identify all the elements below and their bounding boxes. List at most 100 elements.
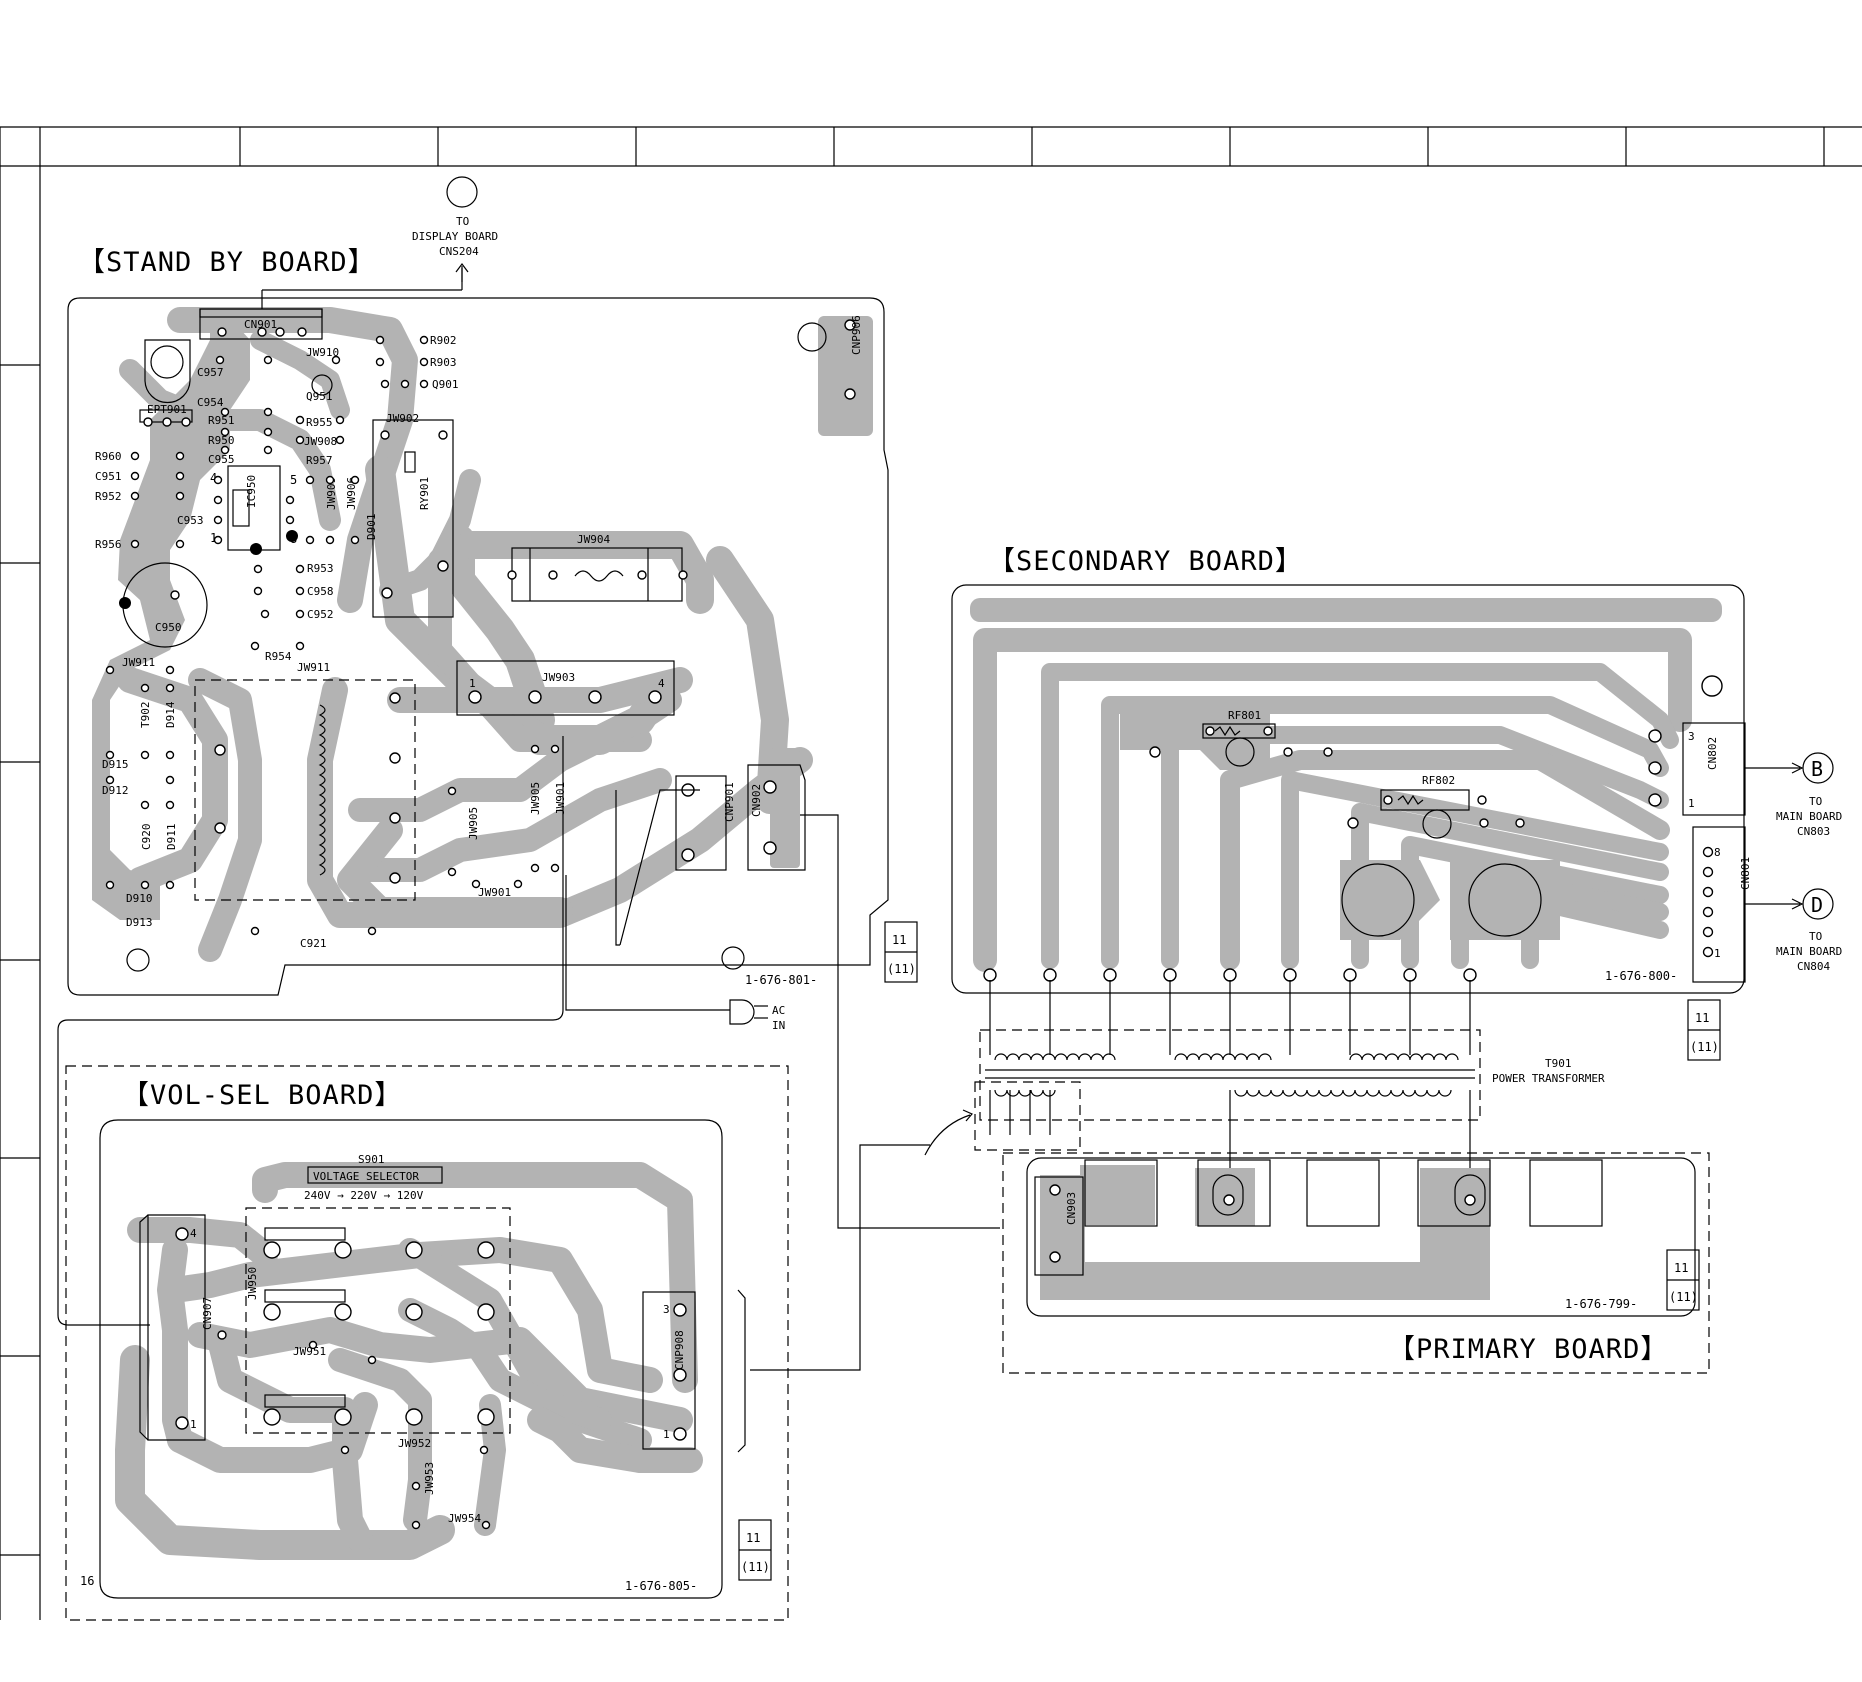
standby-board-title: 【STAND BY BOARD】 [78, 247, 376, 278]
to-b-line1: TO [1809, 795, 1822, 808]
label-jw904: JW905 [529, 782, 542, 815]
label-rf802: RF802 [1422, 774, 1455, 787]
power-transformer: T901 POWER TRANSFORMER [924, 980, 1605, 1200]
label-d911: C920 [140, 824, 153, 851]
label-d912: D915 [102, 758, 129, 771]
label-c953: C953 [177, 514, 204, 527]
to-display-line3: CNS204 [439, 245, 479, 258]
ref-box-2: 11 (11) [1687, 999, 1721, 1061]
label-jw910: JW910 [306, 346, 339, 359]
label-cnp906: JW903 [542, 671, 575, 684]
label-jw909: JW909 [325, 477, 338, 510]
ic-pin-5: 5 [290, 473, 297, 487]
label-r950: R950 [208, 434, 235, 447]
label-jw908: JW908 [304, 435, 337, 448]
label-jw954: JW954 [448, 1512, 481, 1525]
primary-part-number: 1-676-799- [1565, 1297, 1637, 1311]
label-d901: D901 [365, 514, 378, 541]
ref-box-4-top: 11 [746, 1531, 760, 1545]
cn802-pin-1: 1 [1688, 797, 1695, 810]
label-q901: Q901 [432, 378, 459, 391]
ic-pin-1: 1 [210, 531, 217, 545]
label-jw953: JW953 [423, 1462, 436, 1495]
primary-board-title: 【PRIMARY BOARD】 [1388, 1334, 1668, 1365]
standby-part-number: 1-676-801- [745, 973, 817, 987]
ref-box-4: 11 (11) [738, 1519, 772, 1581]
ref-box-2-bottom: (11) [1690, 1040, 1719, 1054]
marker-d: D [1811, 893, 1823, 917]
label-cn801: CN801 [1739, 857, 1752, 890]
ac-label: AC [772, 1004, 785, 1017]
label-r953: R953 [307, 562, 334, 575]
ref-box-3-top: 11 [1674, 1261, 1688, 1275]
label-ic950: IC950 [245, 475, 258, 508]
label-ept901: EPT901 [147, 403, 187, 416]
label-voltage-selector: VOLTAGE SELECTOR [313, 1170, 419, 1183]
label-jw903: JW901 [554, 782, 567, 815]
cn801-pin-8: 8 [1714, 846, 1721, 859]
label-r902: R902 [430, 334, 457, 347]
label-cn903: CN903 [1065, 1192, 1078, 1225]
label-c921: D913 [126, 916, 153, 929]
label-c955: C955 [208, 453, 235, 466]
primary-board: CN903 1-676-799- 【PRIMARY BOARD】 [1002, 1152, 1710, 1374]
volsel-pads [308, 1340, 491, 1530]
label-jw951: JW951 [293, 1345, 326, 1358]
volsel-board: 【VOL-SEL BOARD】 4 1 CN907 S901 VOLTAGE S… [65, 1065, 789, 1621]
cnp906-pin-4: 4 [658, 677, 665, 690]
in-label: IN [772, 1019, 785, 1032]
label-c957: C957 [197, 366, 224, 379]
to-d-line2: MAIN BOARD [1776, 945, 1842, 958]
label-c950: C950 [155, 621, 182, 634]
label-f901: JW904 [577, 533, 610, 546]
cn907-pin-4: 4 [190, 1227, 197, 1240]
label-d915: D914 [164, 701, 177, 728]
label-cn902: CN902 [750, 784, 763, 817]
cn907-pin-1: 1 [190, 1418, 197, 1431]
label-q951: Q951 [306, 390, 333, 403]
label-d914: T902 [139, 702, 152, 729]
to-b-line3: CN803 [1797, 825, 1830, 838]
label-cn802: CN802 [1706, 737, 1719, 770]
label-jw911-text: JW911 [122, 656, 155, 669]
label-b911: CNP906 [850, 315, 863, 355]
to-d-line3: CN804 [1797, 960, 1830, 973]
to-display-line1: TO [456, 215, 469, 228]
ref-box-2-top: 11 [1695, 1011, 1709, 1025]
label-r957: R957 [306, 454, 333, 467]
label-r956: R956 [95, 538, 122, 551]
label-power-transformer: POWER TRANSFORMER [1492, 1072, 1605, 1085]
label-r954: R954 [265, 650, 292, 663]
label-d910: D911 [165, 824, 178, 851]
voltage-sequence: 240V → 220V → 120V [304, 1189, 424, 1202]
label-r951: R951 [208, 414, 235, 427]
to-display-line2: DISPLAY BOARD [412, 230, 498, 243]
cn801-pin-1: 1 [1714, 947, 1721, 960]
label-jw906: JW906 [345, 477, 358, 510]
to-b-line2: MAIN BOARD [1776, 810, 1842, 823]
secondary-pads [983, 726, 1525, 982]
label-r955: R955 [306, 416, 333, 429]
label-cnp901: CNP901 [723, 782, 736, 822]
label-jw905: JW905 [467, 807, 480, 840]
label-rf801: RF801 [1228, 709, 1261, 722]
label-r901: C921 [300, 937, 327, 950]
cnp908-pin-1: 1 [663, 1428, 670, 1441]
label-jw950: JW950 [246, 1267, 259, 1300]
page-number: 16 [80, 1574, 94, 1588]
ref-box-1-bottom: (11) [887, 962, 916, 976]
secondary-board: 【SECONDARY BOARD】 RF801 RF802 CN802 3 1 [951, 546, 1842, 994]
label-d913: D910 [126, 892, 153, 905]
cnp908-pin-3: 3 [663, 1303, 670, 1316]
volsel-board-title: 【VOL-SEL BOARD】 [122, 1080, 402, 1111]
label-r952: R952 [95, 490, 122, 503]
label-c951: C951 [95, 470, 122, 483]
ref-box-1: 11 (11) [884, 921, 918, 983]
standby-board: 【STAND BY BOARD】 CN901 [67, 247, 889, 996]
to-display-board: TO DISPLAY BOARD CNS204 [412, 176, 498, 282]
secondary-part-number: 1-676-800- [1605, 969, 1677, 983]
marker-b: B [1811, 757, 1823, 781]
standby-pads [105, 335, 560, 936]
page-frame [0, 126, 1862, 1620]
